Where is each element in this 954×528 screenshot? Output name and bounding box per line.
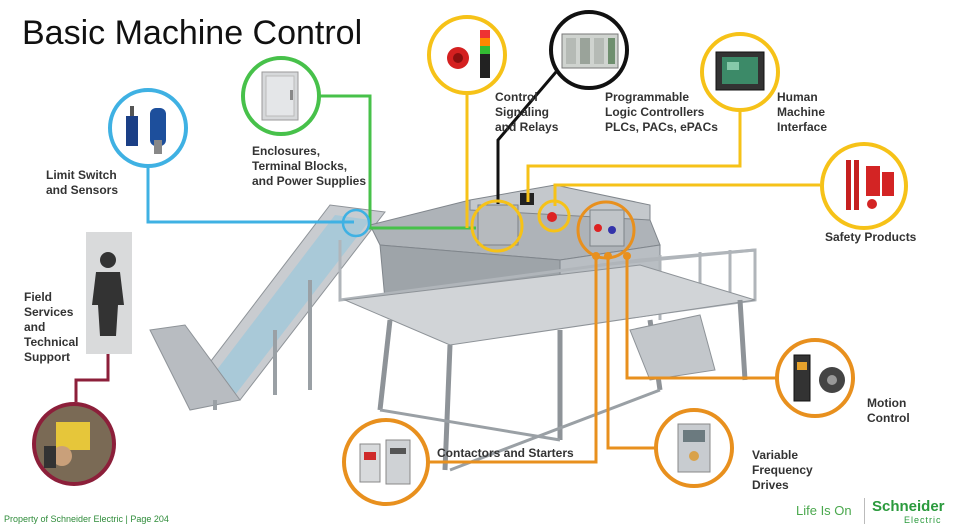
control-signaling-product [427,15,507,95]
brand-logo-sub: Electric [904,515,942,525]
safety-product [820,142,908,230]
field-services-product [86,232,132,354]
enclosures-product [241,56,321,136]
contactors-connector [425,255,598,464]
hmi-connector [526,80,742,202]
plc-label: Programmable Logic Controllers PLCs, PAC… [605,90,718,134]
motion-product [775,338,855,418]
connector-lines [74,71,820,464]
vfd-connector [606,255,655,450]
brand-logo: Schneider [872,498,945,515]
field-services-connector [74,354,110,402]
enclosures-connector [320,94,476,230]
limit-switch-label: Limit Switch and Sensors [46,168,119,197]
control-signaling-label: Control Signaling and Relays [495,90,559,134]
enclosures-label: Enclosures, Terminal Blocks, and Power S… [252,144,367,188]
footer-property: Property of Schneider Electric | Page 20… [4,514,169,524]
hmi-label: Human Machine Interface [777,90,828,134]
safety-label: Safety Products [825,230,917,244]
control-panel-machine-callout [470,199,524,253]
limit-switch-product [108,88,188,168]
footer-divider [864,498,865,524]
motion-connector [625,255,778,380]
conveyor-machine-illustration [149,184,757,472]
motion-label: Motion Control [867,396,910,425]
hmi-product [700,32,780,112]
plc-product [549,10,629,90]
contactors-label: Contactors and Starters [437,446,574,460]
safety-connector [553,183,820,206]
plc-connector [496,71,558,204]
page-title: Basic Machine Control [22,14,363,52]
limit-switch-connector [146,160,354,224]
field-services-label: Field Services and Technical Support [24,290,79,364]
contactors-product [342,418,430,506]
vfd-label: Variable Frequency Drives [752,448,813,492]
slogan: Life Is On [796,503,852,518]
machine-callouts [341,199,636,260]
limit-switch-machine-callout [341,208,371,238]
vfd-product [654,408,734,488]
technician-photo [32,402,116,486]
safety-machine-callout [537,199,571,233]
